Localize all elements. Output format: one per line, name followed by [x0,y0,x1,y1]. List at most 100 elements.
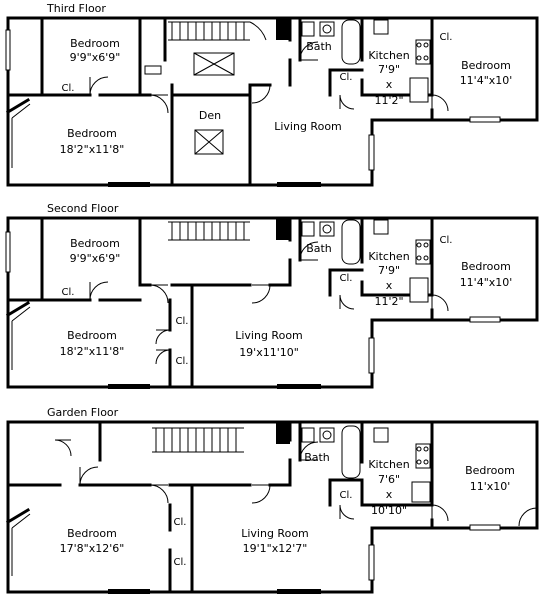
room-size: 10'10" [371,504,407,517]
room-name: Living Room [235,329,303,342]
bay-window [11,103,31,168]
room-name: Kitchen [368,458,409,471]
chimney-block [276,218,290,240]
skylight [193,52,235,76]
bath-fixtures [301,219,361,265]
room-name: Bedroom [67,527,117,540]
window [277,384,321,389]
room-size: 11'4"x10' [460,74,513,87]
bay-window-wall [5,507,31,582]
kitchen-fixtures [373,427,431,503]
door [339,94,355,110]
bay-window-wall [5,300,31,376]
kitchen-fixtures [373,19,431,103]
door [431,504,449,522]
door [299,41,319,61]
room-size: 18'2"x11'8" [60,345,125,358]
window [469,316,501,323]
window [368,544,375,581]
room-name: Kitchen [368,250,409,263]
window [5,29,11,71]
room-name: Bedroom [70,37,120,50]
chimney-block [276,422,290,444]
third-floor-plan: Third Floor [5,2,539,187]
window [368,337,375,374]
room-name: Bedroom [67,329,117,342]
room-name: Bath [306,40,332,53]
door [339,504,355,520]
closet-label: Cl. [440,235,453,246]
room-size: 7'6" [378,473,400,486]
window [108,384,150,389]
garden-floor-plan: Garden Floor [5,406,539,594]
window [5,231,11,273]
room-size: 11'x10' [470,480,511,493]
interior-wall [6,420,434,594]
door [149,284,169,304]
window [368,134,375,171]
door [339,294,355,310]
room-size: 9'9"x6'9" [70,252,121,265]
door [79,466,99,486]
staircase [152,427,244,453]
floor-title: Garden Floor [47,406,119,419]
exterior-wall [6,16,539,187]
second-floor-plan: Second Floor [5,202,539,389]
room-name: Living Room [241,527,309,540]
room-name: Den [199,109,221,122]
closet-label: Cl. [176,356,189,367]
closet-label: Cl. [340,273,353,284]
room-size: 7'9" [378,63,400,76]
door [299,241,319,261]
room-size: x [386,279,393,292]
closet-label: Cl. [174,557,187,568]
floor-title: Second Floor [47,202,119,215]
window [277,182,321,187]
door [89,281,109,301]
room-size: 11'4"x10' [460,276,513,289]
closet-label: Cl. [340,72,353,83]
bath-fixtures [301,425,361,479]
room-size: x [386,78,393,91]
door [251,484,271,504]
room-name: Bath [306,242,332,255]
room-name: Bedroom [70,237,120,250]
door [54,439,72,457]
room-size: 19'1"x12'7" [243,542,308,555]
skylight [194,129,224,155]
window [108,182,150,187]
room-size: x [386,488,393,501]
door [251,284,271,304]
closet-label: Cl. [174,517,187,528]
closet-label: Cl. [62,287,75,298]
closet-label: Cl. [176,316,189,327]
room-name: Bedroom [67,127,117,140]
bay-window-wall [5,97,31,174]
bath-fixtures [301,19,361,65]
room-name: Bedroom [461,59,511,72]
closet-label: Cl. [340,490,353,501]
staircase [168,221,250,241]
door [155,349,171,365]
window [277,589,321,594]
room-size: 11'2" [374,94,403,107]
radiator [144,65,162,75]
closet-label: Cl. [440,32,453,43]
room-size: 11'2" [374,295,403,308]
closet-label: Cl. [62,83,75,94]
exterior-wall [6,420,539,594]
bay-window [11,306,31,370]
room-name: Bedroom [461,260,511,273]
room-name: Living Room [274,120,342,133]
room-name: Bedroom [465,464,515,477]
bay-window [11,513,31,576]
room-size: 9'9"x6'9" [70,51,121,64]
room-size: 18'2"x11'8" [60,143,125,156]
door [518,507,538,527]
window [108,589,150,594]
door [299,441,319,461]
room-name: Kitchen [368,49,409,62]
chimney-block [276,18,290,40]
door [155,329,171,345]
